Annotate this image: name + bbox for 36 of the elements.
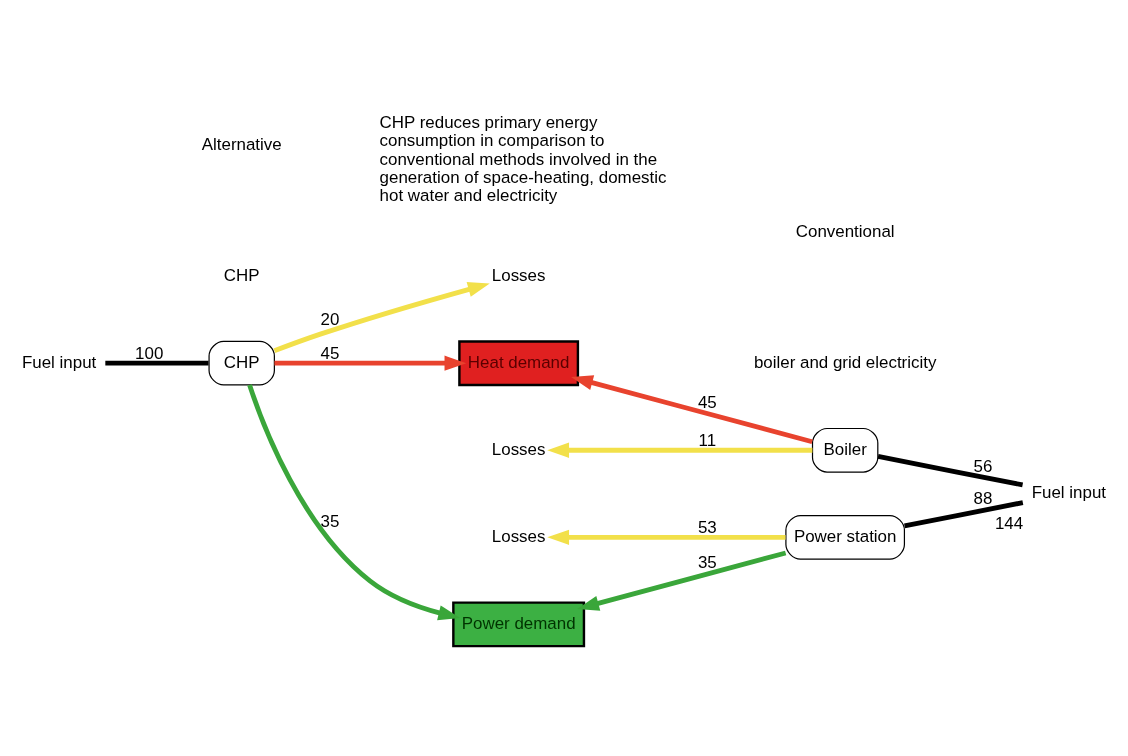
node-box: Heat demand <box>458 340 580 387</box>
edge-label: 53 <box>697 517 717 537</box>
node-label: 144 <box>994 514 1024 534</box>
arrow <box>247 384 461 621</box>
arrow <box>547 529 786 545</box>
edge-label: 56 <box>973 457 993 477</box>
arrow <box>273 282 490 354</box>
node-box: Boiler <box>811 427 879 473</box>
node-box: Power station <box>785 514 906 560</box>
arrow <box>274 355 467 371</box>
connector <box>105 360 209 366</box>
node-box: CHP <box>208 340 275 386</box>
node-box: Power demand <box>452 601 586 648</box>
edge-label: 11 <box>698 430 717 450</box>
node-text: Losses <box>491 526 546 546</box>
edge-label: 35 <box>697 552 717 572</box>
edge-label: 100 <box>135 343 164 363</box>
node-text: Losses <box>491 439 546 459</box>
edge-label: 45 <box>697 393 717 413</box>
node-text: Fuel input <box>1031 483 1107 503</box>
arrow <box>577 550 787 611</box>
node-text: Losses <box>491 265 546 285</box>
node-text: Fuel input <box>21 352 97 372</box>
connector <box>877 454 1024 488</box>
edge-label: 45 <box>320 343 340 363</box>
edge-label: 20 <box>320 309 340 329</box>
edge-label: 88 <box>973 488 993 508</box>
label: Alternative <box>201 134 282 154</box>
label: CHP reduces primary energy consumption in comparison to conventional methods involved in the generation of space-heating, domestic hot water and electricity <box>379 113 667 205</box>
edge-label: 35 <box>320 511 340 531</box>
label: CHP <box>223 265 260 285</box>
label: boiler and grid electricity <box>753 352 937 372</box>
arrow <box>571 375 813 445</box>
arrow <box>547 442 813 458</box>
connector <box>904 500 1024 529</box>
label: Conventional <box>795 222 895 242</box>
